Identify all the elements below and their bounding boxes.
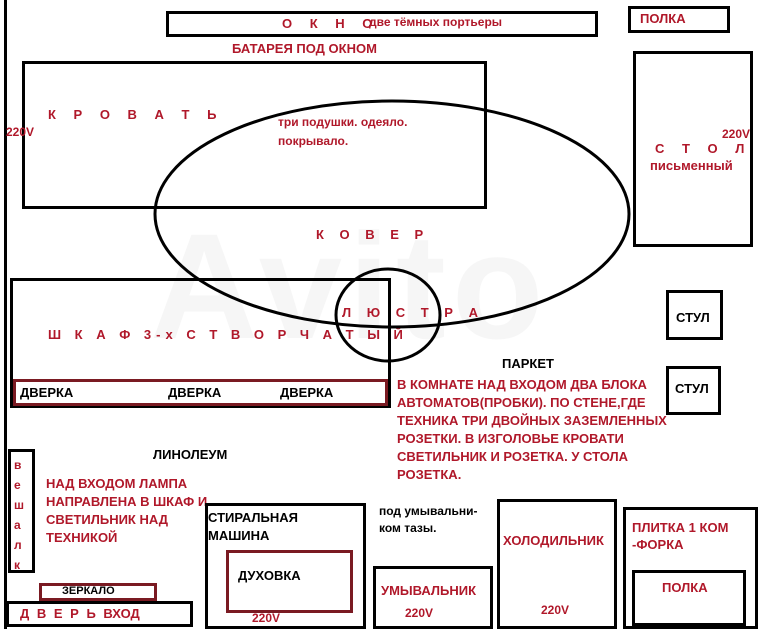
shelf-top-label: ПОЛКА <box>640 11 686 26</box>
mirror-label: ЗЕРКАЛО <box>62 585 115 597</box>
rug-label: К О В Е Р <box>316 227 430 242</box>
note-main: В КОМНАТЕ НАД ВХОДОМ ДВА БЛОКА АВТОМАТОВ… <box>397 377 667 482</box>
washer-label: СТИРАЛЬНАЯ МАШИНА <box>208 510 299 543</box>
bedding-text: три подушки. одеяло. покрывало. <box>278 115 408 148</box>
stove-box <box>623 507 758 629</box>
linoleum-label: ЛИНОЛЕУМ <box>153 447 228 462</box>
rug-ellipse <box>153 99 631 329</box>
wardrobe-door-3: ДВЕРКА <box>280 385 334 400</box>
desk-box <box>633 51 753 247</box>
window-label: О К Н О <box>282 16 380 31</box>
coat-rack-box <box>8 449 35 573</box>
parquet-label: ПАРКЕТ <box>502 356 554 371</box>
chair-box-1 <box>666 290 723 340</box>
mirror-box <box>39 583 157 601</box>
wardrobe-doors-strip <box>13 379 388 406</box>
chandelier-label: Л Ю С Т Р А <box>342 305 484 320</box>
fridge-box <box>497 499 617 629</box>
bed-box <box>22 61 487 209</box>
note-lamp: НАД ВХОДОМ ЛАМПА НАПРАВЛЕНА В ШКАФ И СВЕ… <box>46 476 208 545</box>
bed-label: К Р О В А Т Ь <box>48 107 224 122</box>
sink-box <box>373 566 493 629</box>
coat-rack-label: в е ш а л к <box>14 458 25 572</box>
washer-box <box>205 503 366 629</box>
desk-label-2: письменный <box>650 158 733 173</box>
outlet-fridge: 220V <box>541 603 570 617</box>
outlet-bed: 220V <box>6 125 35 139</box>
curtains-label: две тёмных портьеры <box>369 15 503 29</box>
outlet-desk: 220V <box>722 127 751 141</box>
chair-label-2: СТУЛ <box>675 381 709 396</box>
basins-note: под умывальни- ком тазы. <box>379 504 478 535</box>
wardrobe-door-1: ДВЕРКА <box>20 385 74 400</box>
oven-label: ДУХОВКА <box>238 568 301 583</box>
entrance-door-label: Д В Е Р Ь ВХОД <box>20 606 140 621</box>
outlet-washer: 220V <box>252 611 281 625</box>
radiator-label: БАТАРЕЯ ПОД ОКНОМ <box>232 41 377 56</box>
chandelier-circle <box>334 267 442 363</box>
wardrobe-label: Ш К А Ф 3-х С Т В О Р Ч А Т Ы Й <box>48 327 408 342</box>
window-box <box>166 11 598 37</box>
stove-label: ПЛИТКА 1 КОМ -ФОРКА <box>632 520 729 552</box>
shelf-bottom-box <box>632 570 746 626</box>
shelf-top-box <box>628 6 730 33</box>
outlet-sink: 220V <box>405 606 434 620</box>
fridge-label: ХОЛОДИЛЬНИК <box>503 533 604 548</box>
shelf-bottom-label: ПОЛКА <box>662 580 708 595</box>
chair-box-2 <box>666 366 721 415</box>
sink-label: УМЫВАЛЬНИК <box>381 583 477 598</box>
chair-label-1: СТУЛ <box>676 310 710 325</box>
wardrobe-door-2: ДВЕРКА <box>168 385 222 400</box>
desk-label-1: С Т О Л <box>655 141 752 156</box>
entrance-door-box <box>6 601 193 627</box>
left-wall <box>4 0 7 629</box>
oven-box <box>226 550 353 613</box>
